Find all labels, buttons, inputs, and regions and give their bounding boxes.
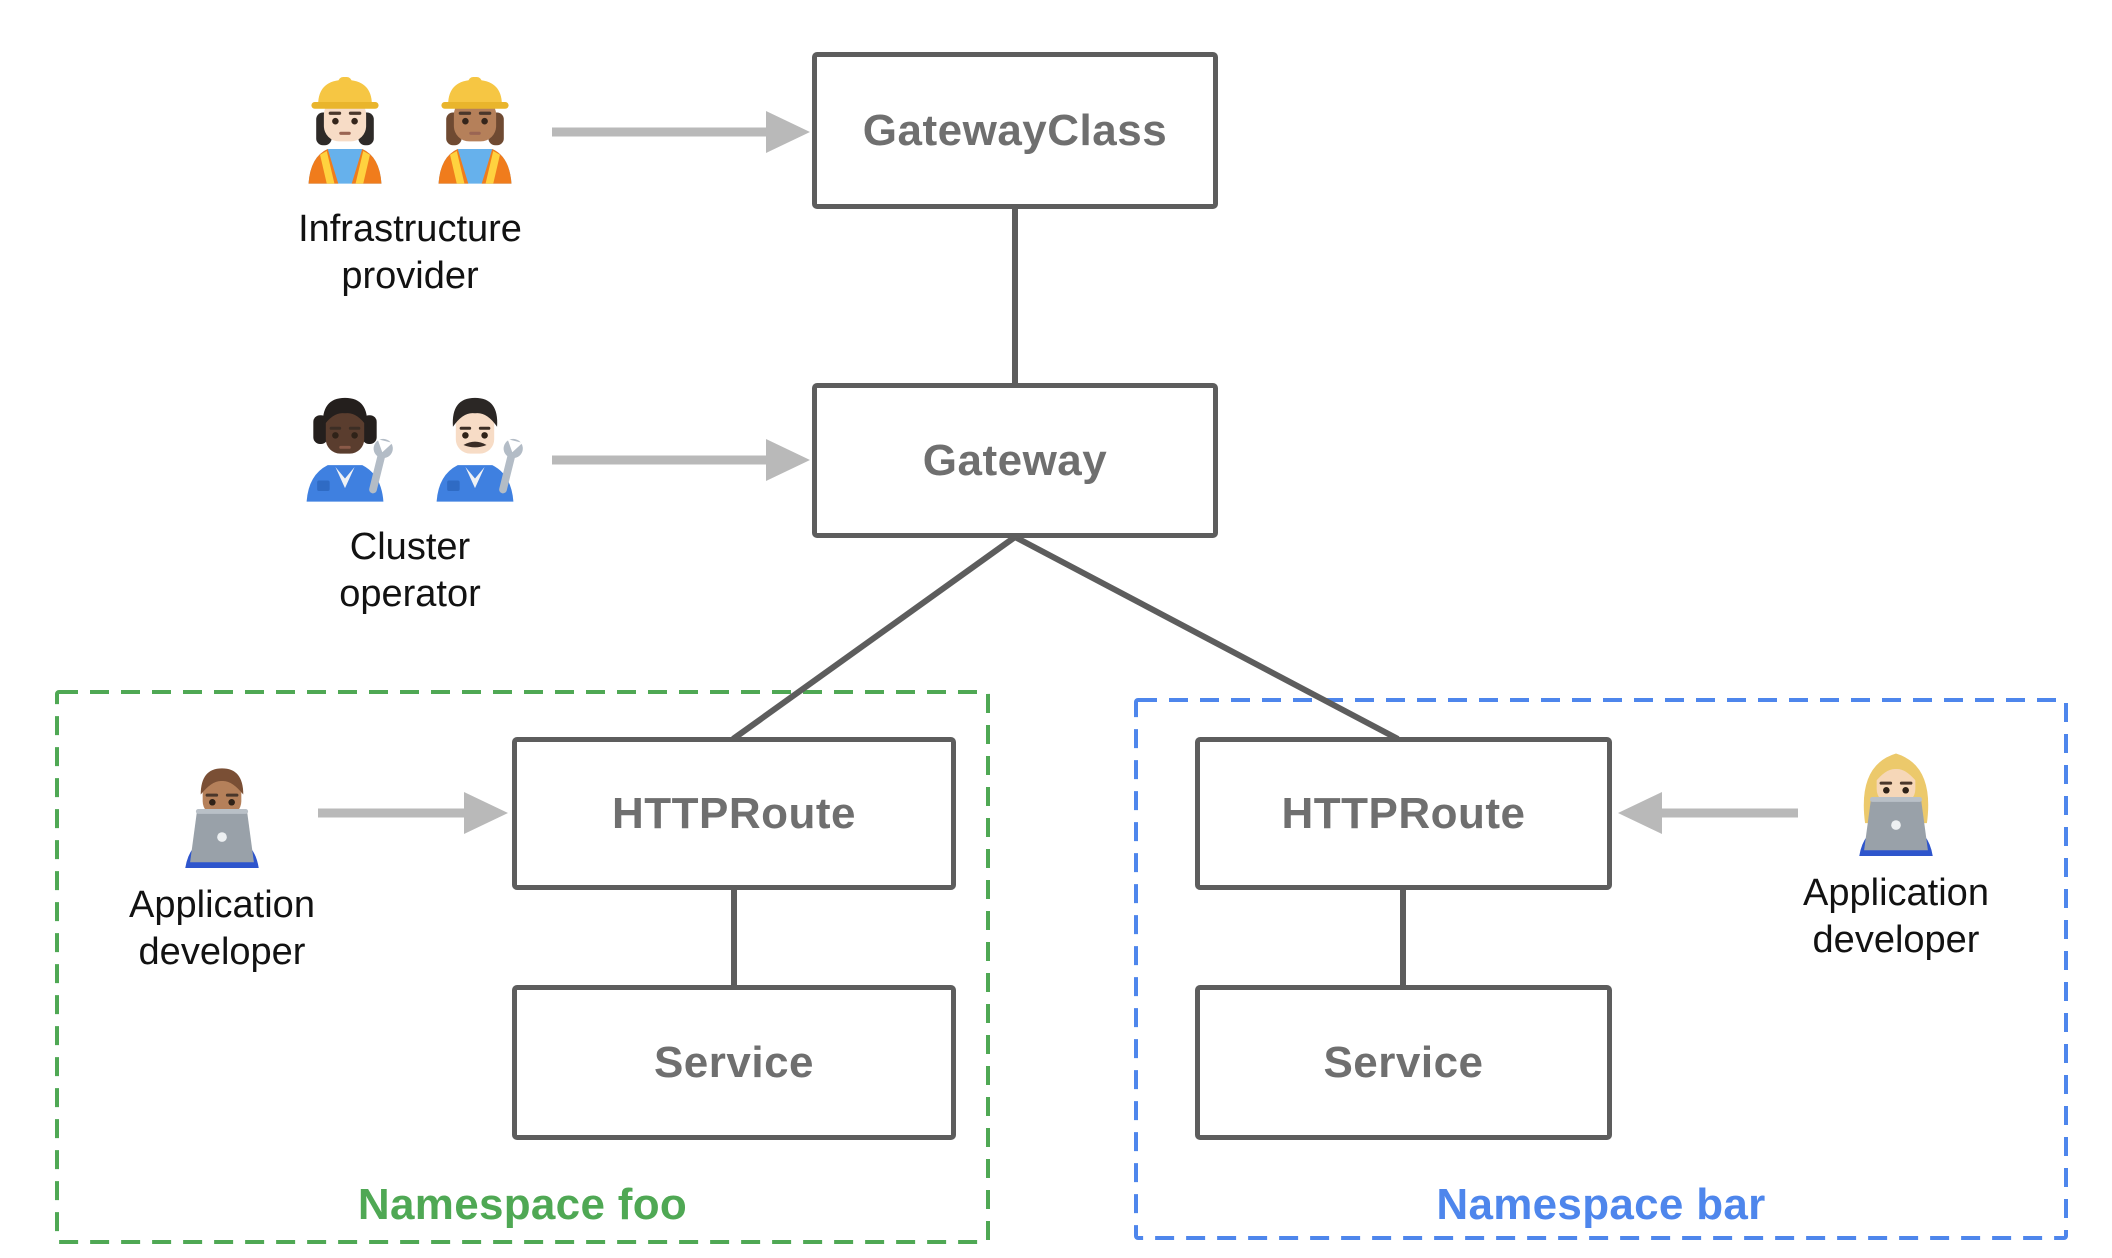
node-httproute-bar: HTTPRoute	[1195, 737, 1612, 890]
node-httproute-foo: HTTPRoute	[512, 737, 956, 890]
node-gateway: Gateway	[812, 383, 1218, 538]
woman-construction-worker-light-skin-emoji	[297, 60, 393, 192]
mechanic-dark-skin-emoji	[297, 378, 393, 510]
persona-label-line: Cluster	[349, 526, 471, 568]
woman-construction-worker-medium-skin-emoji	[427, 60, 523, 192]
node-gatewayclass: GatewayClass	[812, 52, 1218, 209]
infrastructure-provider-emojis	[297, 60, 523, 192]
namespace-bar-boundary	[1134, 698, 2068, 1240]
persona-infrastructure-provider: Infrastructure provider	[230, 60, 590, 300]
arrow-cluster-operator-head	[766, 439, 810, 481]
cluster-operator-emojis	[297, 378, 523, 510]
edge-gateway-httproute-foo	[731, 534, 1017, 742]
persona-label-line: provider	[341, 255, 479, 297]
persona-label-line: Application	[129, 884, 315, 926]
node-service-bar-label: Service	[1323, 1037, 1484, 1087]
arrow-application-developer-foo-head	[464, 792, 508, 834]
application-developer-foo-label: Application developer	[129, 882, 315, 976]
cluster-operator-label: Cluster operator	[339, 524, 481, 618]
node-service-foo: Service	[512, 985, 956, 1140]
node-gatewayclass-label: GatewayClass	[862, 105, 1168, 155]
persona-label-line: developer	[1812, 919, 1980, 961]
persona-label-line: Application	[1803, 872, 1989, 914]
arrow-infrastructure-provider-head	[766, 111, 810, 153]
infrastructure-provider-label: Infrastructure provider	[298, 206, 522, 300]
application-developer-foo-emoji	[172, 752, 272, 868]
edge-gateway-httproute-bar	[1013, 534, 1400, 742]
woman-technologist-light-skin-emoji	[1846, 740, 1946, 856]
namespace-foo-label: Namespace foo	[357, 1180, 688, 1229]
persona-application-developer-bar: Application developer	[1716, 740, 2076, 964]
node-service-bar: Service	[1195, 985, 1612, 1140]
application-developer-bar-label: Application developer	[1803, 870, 1989, 964]
man-technologist-medium-skin-emoji	[172, 752, 272, 868]
persona-label-line: operator	[339, 573, 481, 615]
node-httproute-foo-label: HTTPRoute	[611, 788, 857, 838]
application-developer-bar-emoji	[1846, 740, 1946, 856]
arrow-application-developer-bar-head	[1618, 792, 1662, 834]
persona-application-developer-foo: Application developer	[42, 752, 402, 976]
persona-label-line: developer	[138, 931, 306, 973]
namespace-bar-label: Namespace bar	[1436, 1180, 1766, 1229]
persona-cluster-operator: Cluster operator	[230, 378, 590, 618]
persona-label-line: Infrastructure	[298, 208, 522, 250]
man-mechanic-light-skin-emoji	[427, 378, 523, 510]
namespace-foo-boundary	[55, 690, 990, 1244]
node-service-foo-label: Service	[653, 1037, 815, 1087]
node-httproute-bar-label: HTTPRoute	[1281, 788, 1526, 838]
node-gateway-label: Gateway	[922, 435, 1108, 485]
